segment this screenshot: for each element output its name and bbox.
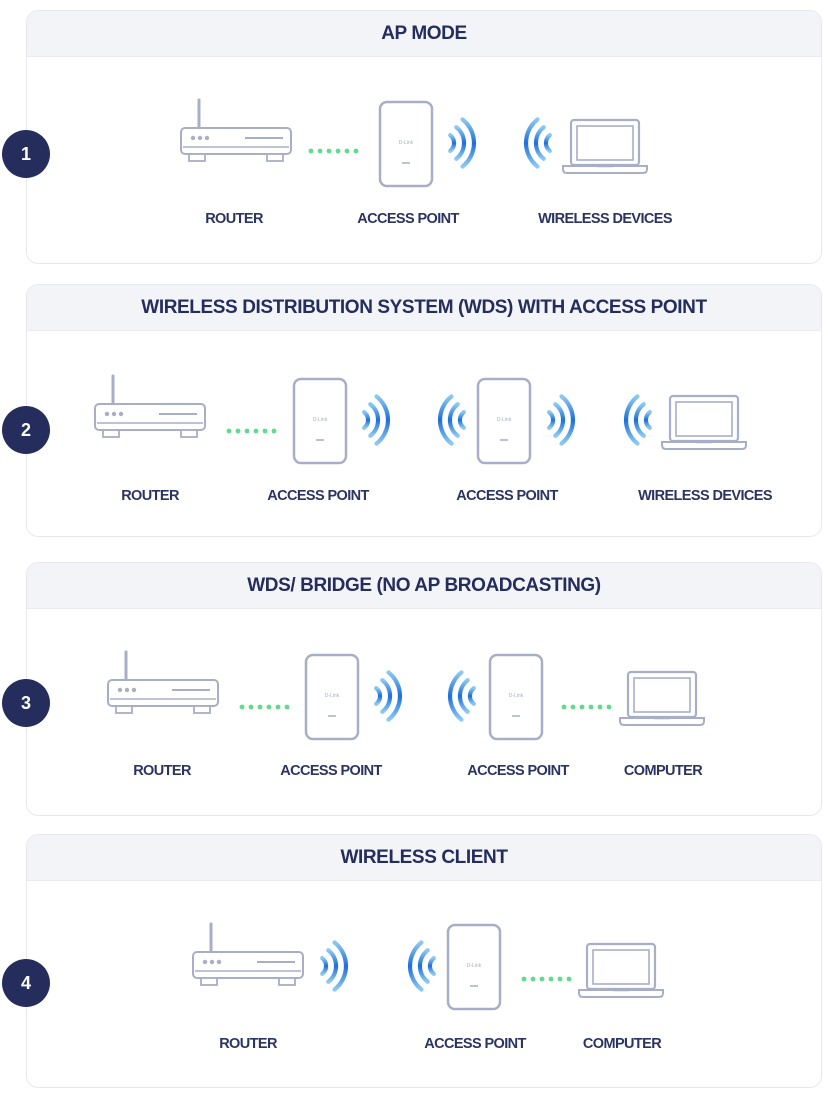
wifi-waves-icon [444,664,482,728]
device-label: WIRELESS DEVICES [538,211,672,227]
router-icon [93,374,207,442]
access-point-icon: D-Link [292,377,348,465]
laptop-icon [577,942,665,1000]
device-label: ROUTER [205,211,263,227]
wifi-waves-icon [442,111,480,175]
laptop-icon [561,118,649,176]
step-badge-2: 2 [2,406,50,454]
device-label: ACCESS POINT [280,763,382,779]
wifi-waves-icon [541,388,579,452]
dotted-link [226,421,278,434]
device-label: ACCESS POINT [267,488,369,504]
wifi-waves-icon [434,388,472,452]
wifi-waves-icon [404,934,442,998]
dotted-link [561,697,613,710]
device-label: ROUTER [133,763,191,779]
wifi-waves-icon [356,388,394,452]
step-badge-1: 1 [2,130,50,178]
router-icon [106,650,220,718]
mode-panel-1: AP MODE [26,10,822,264]
step-badge-4: 4 [2,959,50,1007]
mode-title: WDS/ BRIDGE (NO AP BROADCASTING) [27,563,821,609]
router-icon [179,98,293,166]
wifi-waves-icon [368,664,406,728]
svg-text:D-Link: D-Link [467,963,482,969]
mode-title: WIRELESS CLIENT [27,835,821,881]
wifi-waves-icon [314,934,352,998]
device-label: ACCESS POINT [357,211,459,227]
router-icon [191,922,305,990]
device-label: COMPUTER [623,763,703,779]
access-point-icon: D-Link [488,653,544,741]
access-point-icon: D-Link [378,100,434,188]
device-label: ROUTER [121,488,179,504]
laptop-icon [660,394,748,452]
dotted-link [308,141,360,154]
dotted-link [239,697,291,710]
mode-title: WIRELESS DISTRIBUTION SYSTEM (WDS) WITH … [27,285,821,331]
device-label: COMPUTER [582,1036,662,1052]
device-label: ACCESS POINT [456,488,558,504]
device-label: ACCESS POINT [467,763,569,779]
svg-text:D-Link: D-Link [497,417,512,423]
wifi-waves-icon [520,111,558,175]
laptop-icon [618,670,706,728]
svg-text:D-Link: D-Link [313,417,328,423]
mode-title: AP MODE [27,11,821,57]
svg-text:D-Link: D-Link [399,140,414,146]
device-label: WIRELESS DEVICES [638,488,772,504]
access-point-icon: D-Link [446,923,502,1011]
svg-text:D-Link: D-Link [509,693,524,699]
device-label: ACCESS POINT [424,1036,526,1052]
step-badge-3: 3 [2,679,50,727]
access-point-icon: D-Link [476,377,532,465]
mode-panel-4: WIRELESS CLIENT [26,834,822,1088]
access-point-icon: D-Link [304,653,360,741]
device-label: ROUTER [219,1036,277,1052]
dotted-link [521,969,573,982]
wifi-waves-icon [620,388,658,452]
svg-text:D-Link: D-Link [325,693,340,699]
